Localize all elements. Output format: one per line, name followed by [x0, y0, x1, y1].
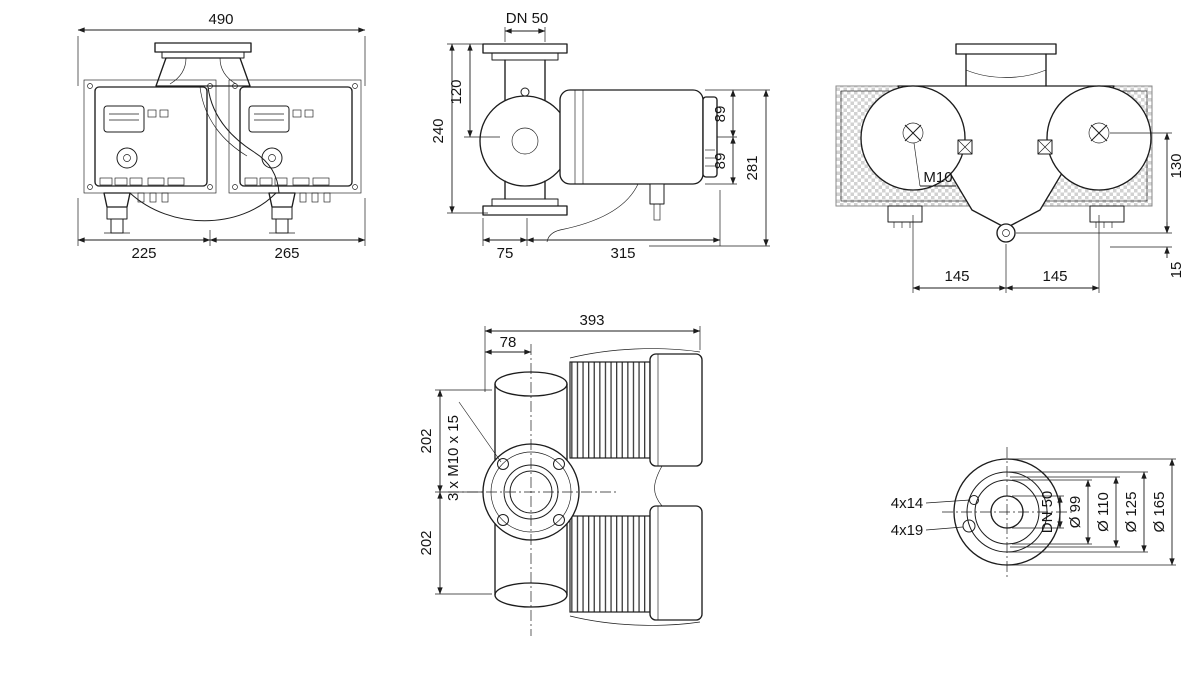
drain-plug — [649, 183, 665, 205]
left-button-2 — [159, 109, 169, 118]
right-union — [268, 192, 296, 234]
flange-circles — [942, 447, 1072, 577]
flange-view: 4x14 4x19 DN 50 Ø 99 Ø 110 Ø 125 — [891, 447, 1176, 577]
front-pump-outline — [83, 42, 362, 234]
bolt-hole-19 — [962, 519, 976, 533]
right-display — [248, 105, 290, 133]
thread-label-motor: 3 x M10 x 15 — [445, 415, 462, 501]
side-bottom-flange — [482, 205, 568, 216]
dim-top-height: 130 — [1016, 132, 1185, 234]
left-control-module — [94, 86, 208, 187]
dim-label-length-right: 315 — [610, 245, 635, 262]
top-pump-outline — [860, 43, 1152, 243]
right-knob — [261, 147, 283, 169]
side-top-flange — [482, 43, 568, 54]
dim-dn50: DN 50 — [504, 10, 549, 42]
dim-label-d2: Ø 110 — [1095, 492, 1112, 532]
dim-label-top-offset: 15 — [1168, 262, 1185, 279]
right-terminal-box — [1089, 205, 1125, 223]
dim-label-motor-upper: 89 — [712, 106, 729, 123]
dim-label-motor-lower: 89 — [712, 153, 729, 170]
dim-label-span-right: 145 — [1042, 268, 1067, 285]
dim-label-height-total: 240 — [430, 118, 447, 143]
right-head-circle — [1046, 85, 1152, 191]
cable — [546, 183, 639, 243]
dim-label-axis-upper: 202 — [418, 428, 435, 453]
upper-motor-cap — [649, 353, 703, 467]
dim-label-depth-total: 393 — [579, 312, 604, 329]
right-mounting-plate — [228, 79, 362, 194]
dim-label-width-left: 225 — [131, 245, 156, 262]
left-mounting-plate — [83, 79, 217, 194]
flange-hole-callouts: 4x14 4x19 — [891, 495, 971, 539]
upper-conduit — [569, 348, 701, 359]
top-view: M10 130 15 145 145 — [835, 43, 1185, 293]
bottom-union-circle — [996, 223, 1016, 243]
top-flange — [154, 42, 252, 53]
dim-heights-left: 120 240 — [430, 43, 500, 214]
lower-motor-cap — [649, 505, 703, 621]
left-knob — [116, 147, 138, 169]
upper-motor-fins — [569, 361, 651, 459]
inter-motor-cable — [654, 465, 663, 507]
dim-label-d1: Ø 99 — [1067, 496, 1084, 529]
dim-lengths-bottom: 75 315 — [482, 190, 721, 262]
side-pump-outline — [479, 43, 718, 243]
dim-label-d4: Ø 165 — [1151, 492, 1168, 533]
lower-motor-fins — [569, 515, 651, 613]
dim-label-dn50: DN 50 — [506, 10, 549, 27]
dim-label-flange-dn: DN 50 — [1039, 491, 1056, 534]
holes-label-2: 4x19 — [891, 522, 924, 539]
motor-view: 393 78 202 202 3 x M10 x 15 — [418, 312, 703, 636]
side-view: DN 50 120 240 89 89 281 — [430, 10, 770, 262]
dim-label-height-upper: 120 — [448, 79, 465, 104]
dim-label-top-height: 130 — [1168, 153, 1185, 178]
left-terminal-box — [887, 205, 923, 223]
dim-label-depth-port: 78 — [500, 334, 517, 351]
dim-heights-right: 89 89 281 — [649, 89, 770, 247]
motor-body — [559, 89, 704, 185]
dim-axes: 202 202 — [418, 389, 492, 595]
thread-label: M10 — [923, 169, 952, 186]
dim-label-axis-lower: 202 — [418, 530, 435, 555]
dim-label-span-left: 145 — [944, 268, 969, 285]
right-button-2 — [304, 109, 314, 118]
dim-label-total-width: 490 — [208, 11, 233, 28]
holes-label-1: 4x14 — [891, 495, 924, 512]
dim-label-height-overall: 281 — [744, 155, 761, 180]
right-button-1 — [292, 109, 302, 118]
volute-casing — [479, 95, 571, 187]
left-display — [103, 105, 145, 133]
dim-total-width: 490 — [77, 11, 366, 86]
flange-diameter-dims: DN 50 Ø 99 Ø 110 Ø 125 Ø 165 — [1008, 458, 1176, 566]
right-control-module — [239, 86, 353, 187]
vent-plug — [520, 87, 530, 97]
left-head-circle — [860, 85, 966, 191]
left-union — [103, 192, 131, 234]
lower-conduit — [569, 615, 701, 626]
motor-pump-outline — [448, 344, 703, 636]
thread-callout: M10 — [913, 142, 956, 187]
dim-top-offset: 15 — [1110, 222, 1185, 278]
dim-label-width-right: 265 — [274, 245, 299, 262]
dim-top-spans: 145 145 — [912, 215, 1100, 293]
thread-callout-motor: 3 x M10 x 15 — [445, 401, 502, 501]
top-pipe-flange — [955, 43, 1057, 55]
dim-depths: 393 78 — [484, 312, 701, 392]
dim-width-split: 225 265 — [77, 198, 366, 262]
front-view: 490 225 265 — [77, 11, 366, 262]
dim-label-d3: Ø 125 — [1123, 492, 1140, 533]
dim-label-length-left: 75 — [497, 245, 514, 262]
left-button-1 — [147, 109, 157, 118]
